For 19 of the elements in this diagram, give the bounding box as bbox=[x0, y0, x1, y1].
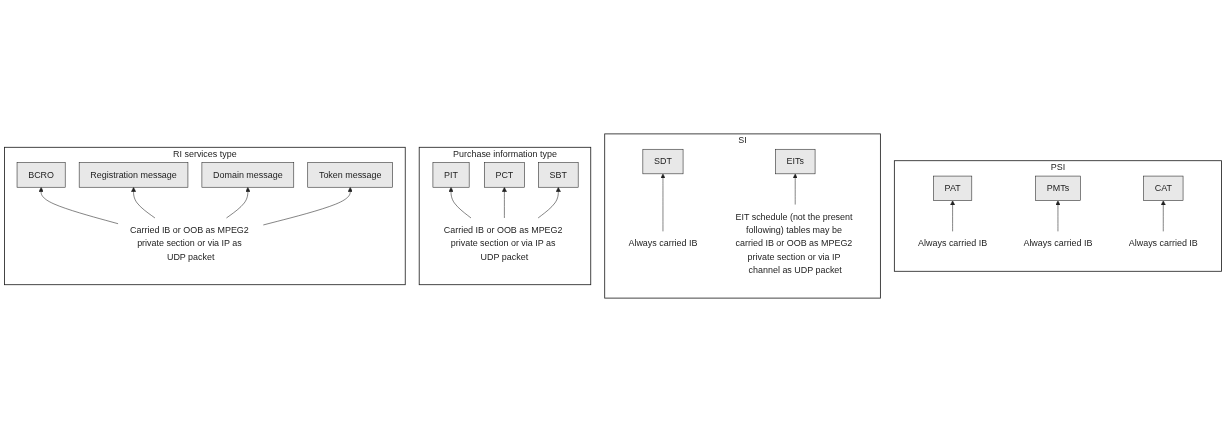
node-box: EITs bbox=[775, 149, 816, 175]
node-box: PCT bbox=[484, 162, 525, 188]
node-box: SBT bbox=[538, 162, 579, 188]
node-box: SDT bbox=[642, 149, 684, 175]
node-text: Carried IB or OOB as MPEG2 private section or via IP as UDP packet bbox=[443, 225, 563, 262]
node-box: BCRO bbox=[16, 162, 66, 188]
node-box: Token message bbox=[307, 162, 393, 188]
node-text: Always carried IB bbox=[1128, 238, 1198, 249]
node-text: Always carried IB bbox=[918, 238, 988, 249]
node-box: PMTs bbox=[1035, 175, 1081, 201]
node-text: Carried IB or OOB as MPEG2 private section or via IP as UDP packet bbox=[130, 225, 249, 262]
node-box: PIT bbox=[432, 162, 470, 188]
node-box: Registration message bbox=[78, 162, 189, 188]
node-text: Always carried IB bbox=[628, 238, 698, 249]
node-box: CAT bbox=[1143, 175, 1184, 201]
node-text: Always carried IB bbox=[1023, 238, 1093, 249]
node-box: PAT bbox=[933, 175, 973, 201]
node-box: Domain message bbox=[201, 162, 295, 188]
node-text: EIT schedule (not the present following) tables may be carried IB or OOB as MPEG2 private section or via IP channel as UDP packet bbox=[735, 211, 853, 275]
